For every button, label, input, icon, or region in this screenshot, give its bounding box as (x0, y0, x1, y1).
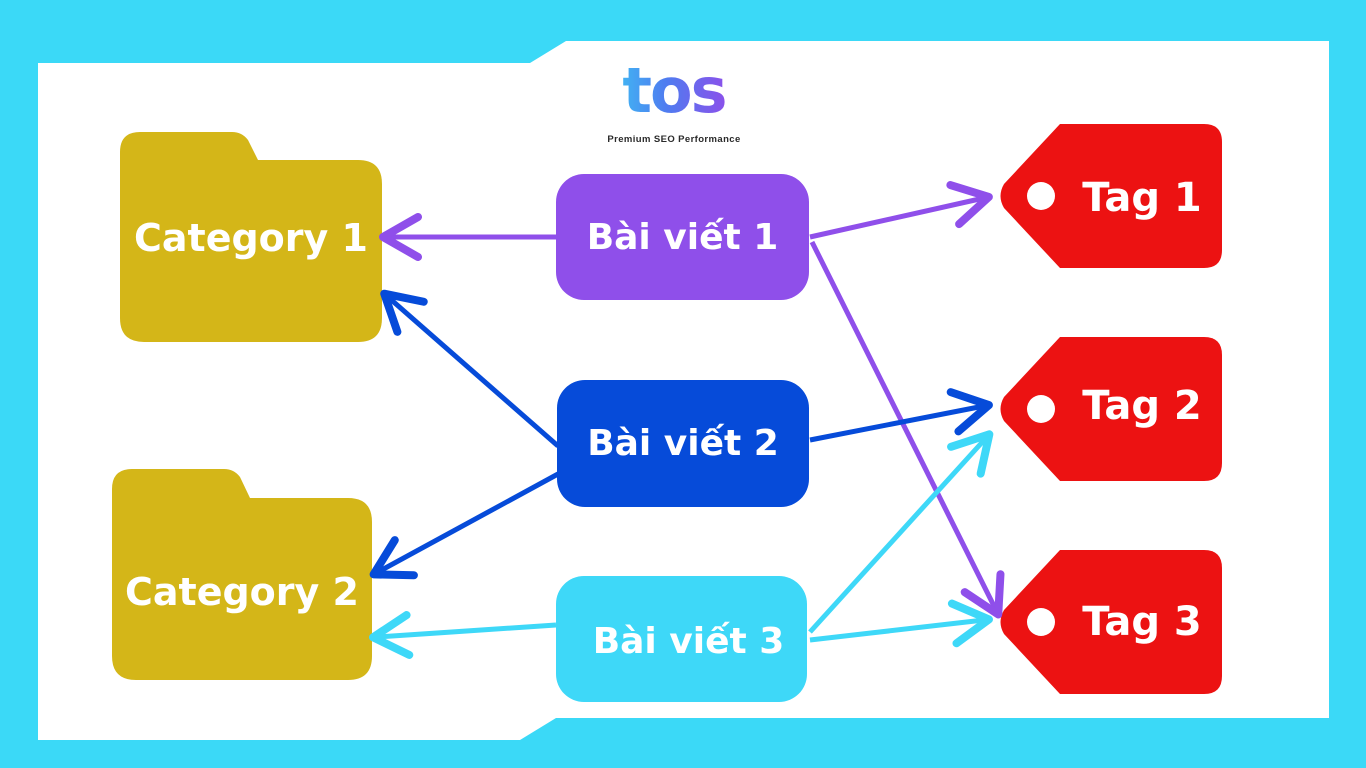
category-2-folder (112, 469, 372, 680)
category-2-label: Category 2 (125, 570, 359, 614)
tag-3-shape (1000, 550, 1222, 694)
category-1-folder (120, 132, 382, 342)
tag-2-shape (1000, 337, 1222, 481)
arrow-post2-to-category2 (369, 471, 560, 580)
post-3-box: Bài viết 3 (556, 576, 807, 702)
tag-3-hole (1027, 608, 1055, 636)
tos-logo: tos Premium SEO Performance (596, 58, 752, 150)
tag-1-hole (1027, 182, 1055, 210)
logo-mark: tos (596, 58, 752, 124)
arrow-post1-to-tag1 (809, 181, 993, 240)
post-1-label: Bài viết 1 (586, 216, 779, 258)
tag-1-shape (1000, 124, 1222, 268)
arrow-post2-to-category1 (380, 289, 560, 448)
arrow-post3-to-tag2 (808, 430, 994, 634)
category-1-label: Category 1 (134, 216, 368, 260)
post-1-box: Bài viết 1 (556, 174, 809, 300)
arrow-post3-to-tag3 (809, 599, 993, 648)
arrow-post1-to-tag3 (809, 240, 1005, 619)
tag-2-label: Tag 2 (1082, 383, 1202, 429)
tag-2-hole (1027, 395, 1055, 423)
post-2-label: Bài viết 2 (587, 423, 779, 464)
post-2-box: Bài viết 2 (557, 380, 809, 507)
post-3-label: Bài viết 3 (592, 620, 785, 662)
tag-3-label: Tag 3 (1082, 599, 1202, 645)
tag-1-label: Tag 1 (1082, 175, 1202, 221)
arrow-post2-to-tag2 (809, 388, 993, 443)
arrow-post3-to-category2 (369, 611, 557, 659)
logo-tagline: Premium SEO Performance (607, 134, 741, 145)
